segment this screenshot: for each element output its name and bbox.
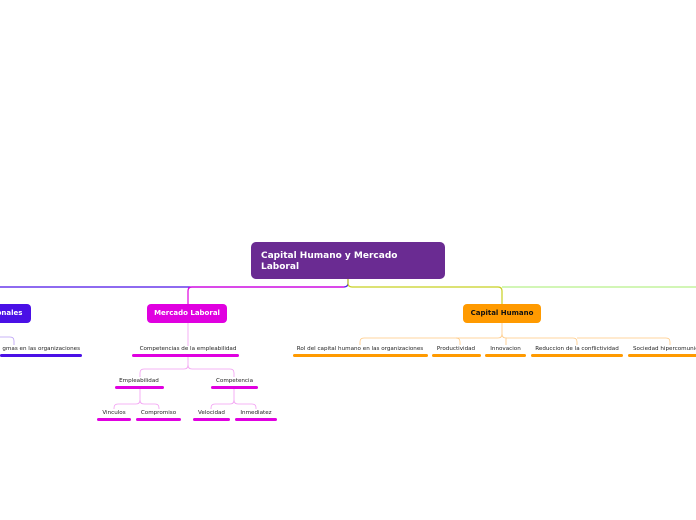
- subtopic-rol-capital[interactable]: Rol del capital humano en las organizaci…: [296, 346, 424, 352]
- subtopic-underline: [531, 354, 623, 357]
- subtopic-underline: [193, 418, 230, 421]
- subtopic-underline: [293, 354, 428, 357]
- subtopic-underline: [432, 354, 481, 357]
- topic-mercado-laboral[interactable]: Mercado Laboral: [147, 304, 227, 323]
- subtopic-underline: [235, 418, 277, 421]
- subtopic-productividad[interactable]: Productividad: [436, 346, 476, 352]
- connector-left-child: [0, 336, 15, 345]
- subtopic-underline: [628, 354, 696, 357]
- connector-capital: [347, 279, 503, 304]
- subtopic-underline: [0, 354, 82, 357]
- subtopic-competencia[interactable]: Competencia: [215, 378, 253, 384]
- subtopic-innovacion[interactable]: Innovacion: [490, 346, 521, 352]
- subtopic-compromiso[interactable]: Compromiso: [140, 410, 177, 416]
- subtopic-underline: [115, 386, 164, 389]
- subtopic-underline: [485, 354, 526, 357]
- topic-capital-humano[interactable]: Capital Humano: [463, 304, 541, 323]
- subtopic-conflictividad[interactable]: Reduccion de la conflictividad: [535, 346, 619, 352]
- subtopic-underline: [97, 418, 131, 421]
- subtopic-velocidad[interactable]: Velocidad: [198, 410, 225, 416]
- topic-left-partial[interactable]: onales: [0, 304, 31, 323]
- central-topic[interactable]: Capital Humano y Mercado Laboral: [251, 242, 445, 279]
- subtopic-vinculos[interactable]: Vinculos: [102, 410, 126, 416]
- subtopic-inmediatez[interactable]: Inmediatez: [240, 410, 272, 416]
- subtopic-underline: [211, 386, 258, 389]
- connector-mercado: [187, 286, 344, 304]
- subtopic-underline: [136, 418, 181, 421]
- connector-left: [0, 279, 349, 288]
- subtopic-competencias[interactable]: Competencias de la empleabilidad: [139, 346, 237, 352]
- subtopic-empleabilidad[interactable]: Empleabilidad: [119, 378, 159, 384]
- subtopic-paradigmas[interactable]: gmas en las organizaciones: [2, 346, 80, 352]
- subtopic-underline: [132, 354, 239, 357]
- subtopic-sociedad[interactable]: Sociedad hipercomunic: [633, 346, 696, 352]
